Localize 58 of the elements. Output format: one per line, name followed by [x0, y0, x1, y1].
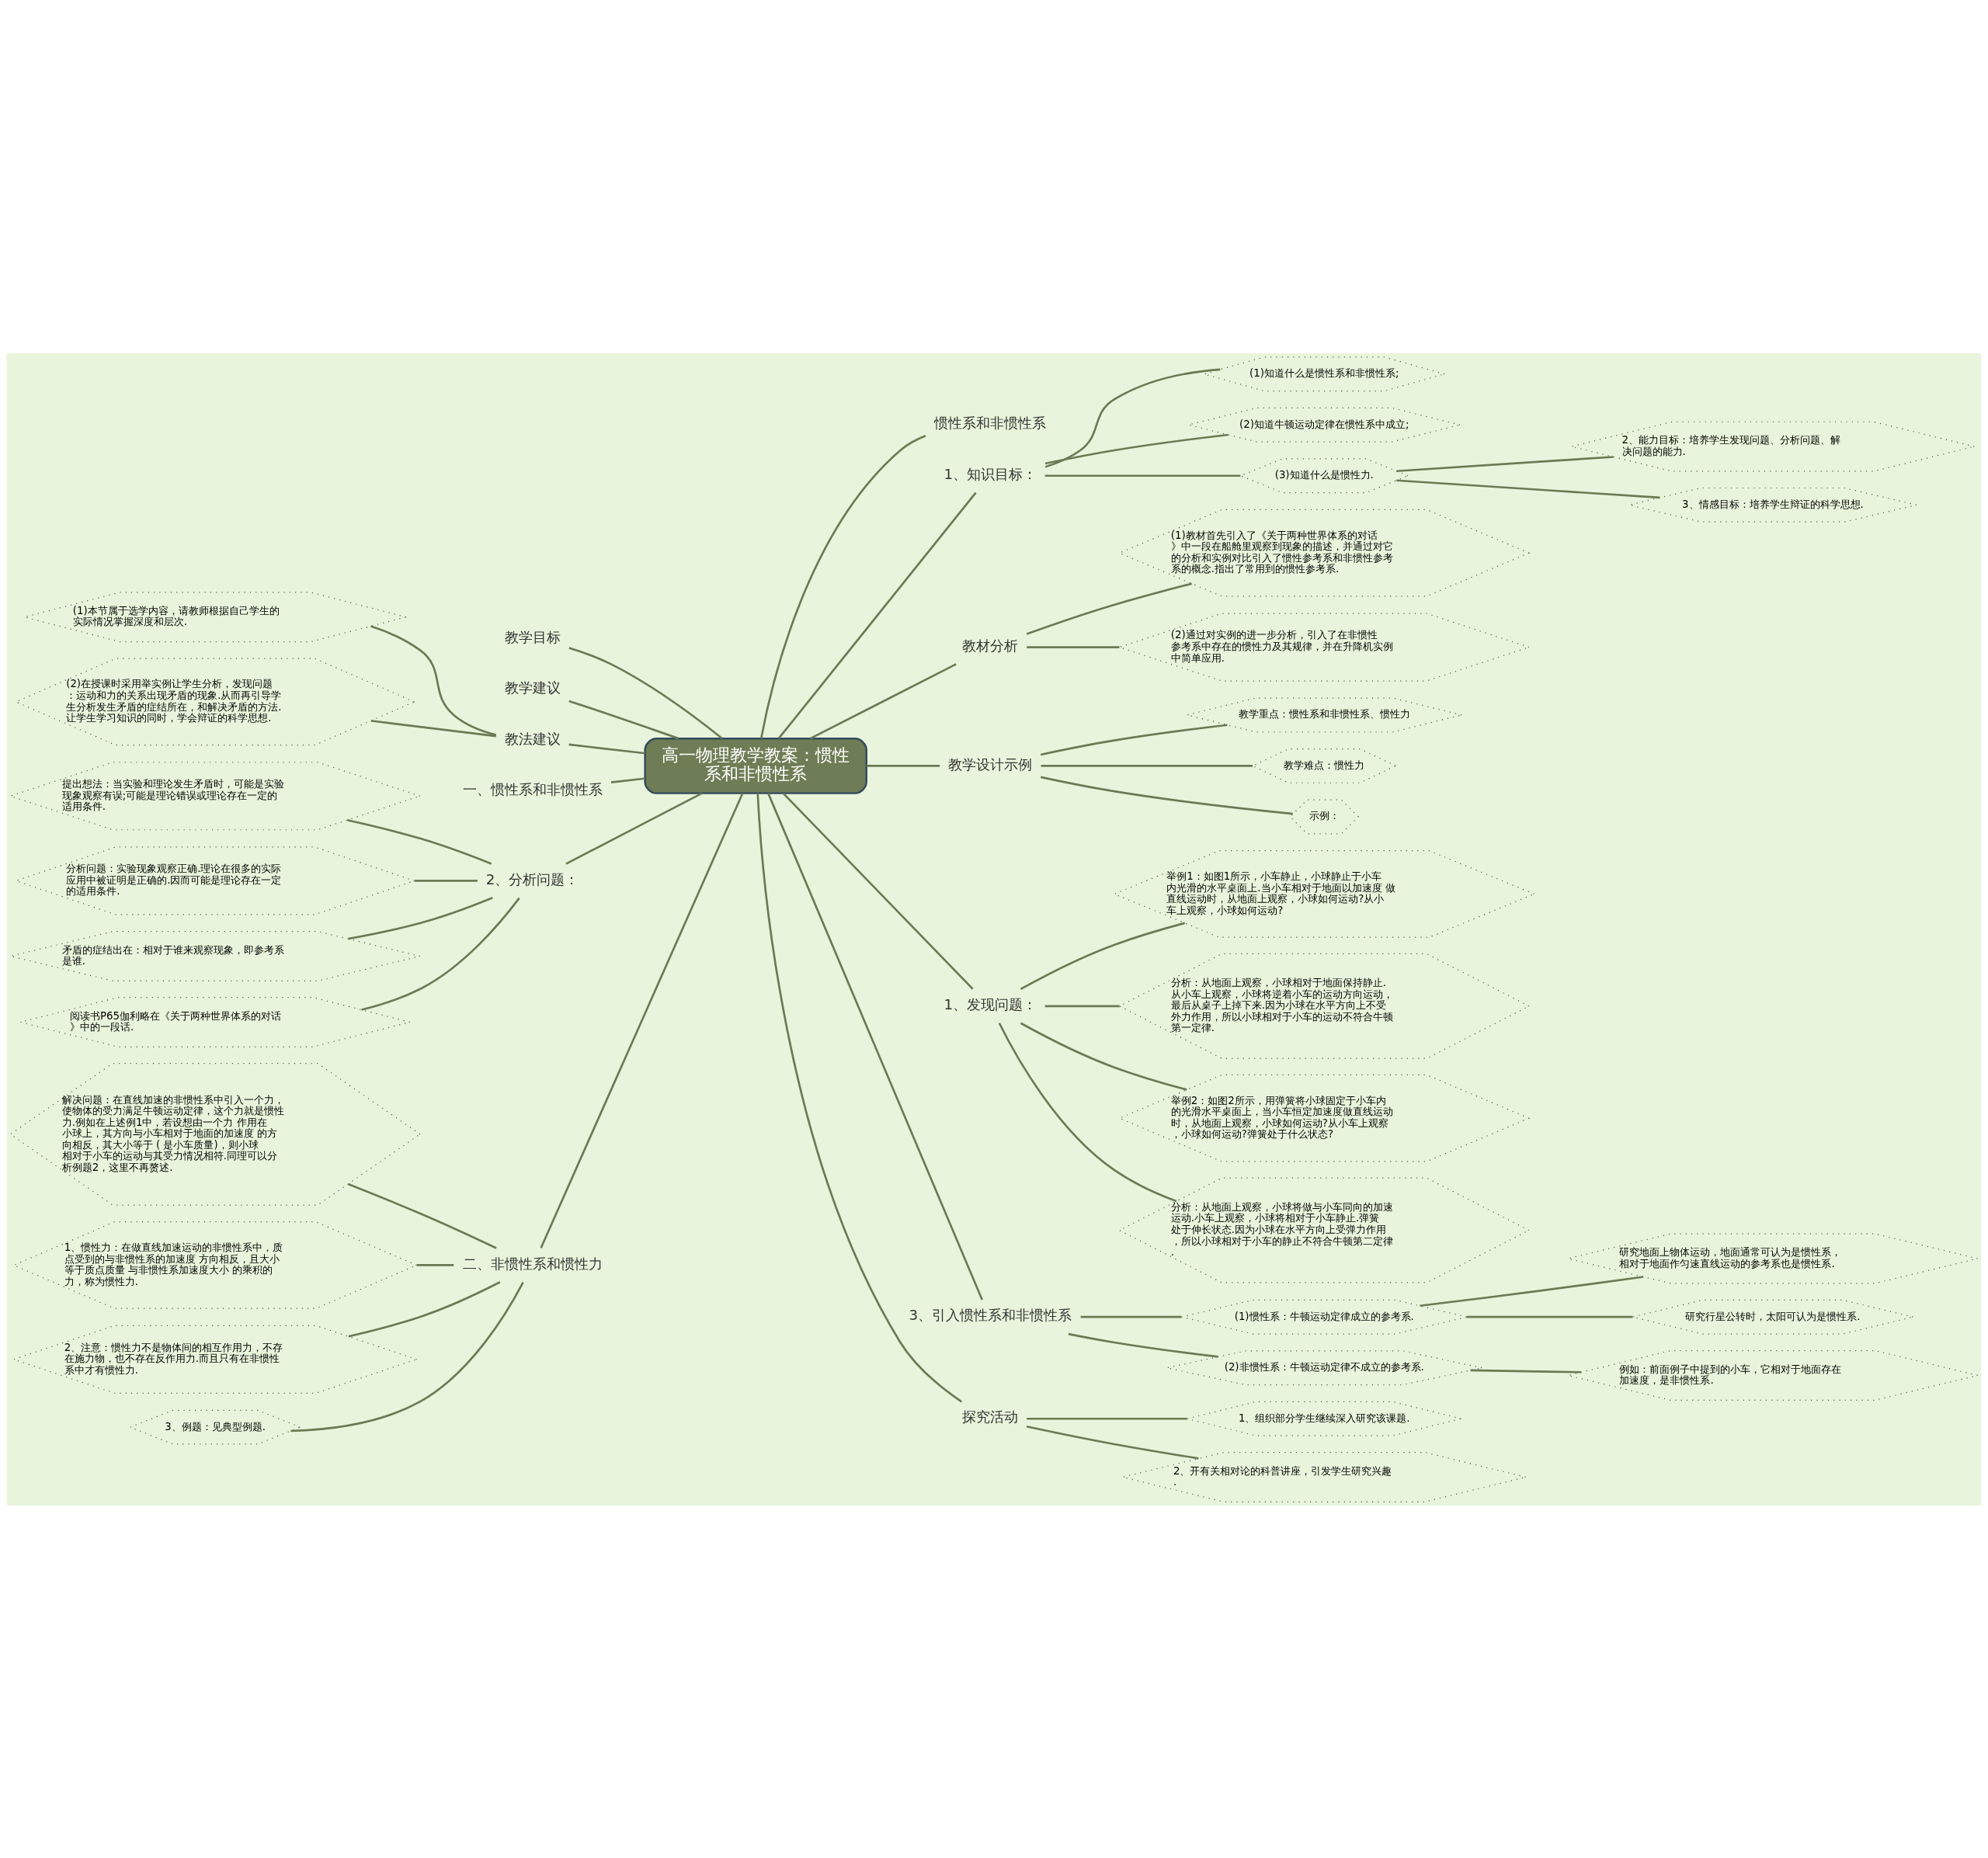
- node-text: 教学设计示例: [948, 755, 1033, 773]
- connector: [1044, 474, 1241, 477]
- connector: [1027, 1417, 1187, 1420]
- connector: [568, 646, 723, 739]
- connector: [1396, 455, 1614, 472]
- node-text: 教学目标: [504, 628, 561, 645]
- connector: [416, 1263, 454, 1266]
- connector: [1040, 723, 1228, 755]
- connector: [348, 1280, 501, 1338]
- connector: [568, 700, 679, 739]
- connector: [1044, 1004, 1120, 1007]
- connector: [1470, 1369, 1581, 1374]
- node-text: 惯性系和非惯性系: [934, 414, 1047, 431]
- connector: [1040, 776, 1293, 814]
- connector: [568, 743, 645, 754]
- node-text: 教法建议: [504, 730, 561, 747]
- node-text: 1、知识目标：: [944, 465, 1037, 482]
- connector: [348, 896, 493, 939]
- connector: [759, 434, 926, 738]
- node-text: 一、惯性系和非惯性系: [462, 780, 603, 797]
- node-text: 教材分析: [962, 637, 1019, 654]
- connector: [767, 792, 983, 1301]
- connector: [370, 719, 496, 737]
- connector: [1020, 922, 1186, 990]
- connector: [414, 879, 478, 882]
- connector: [290, 1281, 524, 1432]
- connector: [1027, 645, 1120, 648]
- node-text: 3、引入惯性系和非惯性系: [909, 1306, 1072, 1323]
- node-text: 探究活动: [962, 1408, 1019, 1425]
- connector: [1020, 1022, 1187, 1091]
- connector: [1026, 582, 1192, 635]
- connector: [361, 897, 520, 1011]
- connector: [1420, 1275, 1644, 1307]
- node-text: 二、非惯性系和惯性力: [462, 1255, 603, 1272]
- connector: [610, 776, 645, 783]
- connector: [866, 764, 940, 767]
- connector: [1466, 1315, 1633, 1318]
- connector: [782, 792, 974, 990]
- connector: [777, 491, 977, 739]
- connector: [756, 793, 963, 1402]
- node-text: 2、分析问题：: [485, 870, 579, 887]
- connector: [1044, 368, 1221, 467]
- connector: [540, 792, 744, 1249]
- connector: [1044, 433, 1229, 464]
- connector: [809, 662, 957, 739]
- connector: [565, 792, 703, 865]
- connector: [346, 818, 492, 865]
- connector: [998, 1022, 1177, 1202]
- connector: [1396, 478, 1660, 498]
- connector: [1041, 764, 1253, 767]
- connector: [1068, 1332, 1218, 1358]
- connector: [1080, 1315, 1182, 1318]
- connector: [347, 1183, 497, 1249]
- connector: [370, 624, 497, 736]
- node-text: 1、发现问题：: [944, 995, 1037, 1012]
- node-box: 高一物理教学教案：惯性系和非惯性系: [644, 737, 867, 794]
- node-text: 教学建议: [504, 679, 561, 696]
- connector: [1026, 1425, 1199, 1460]
